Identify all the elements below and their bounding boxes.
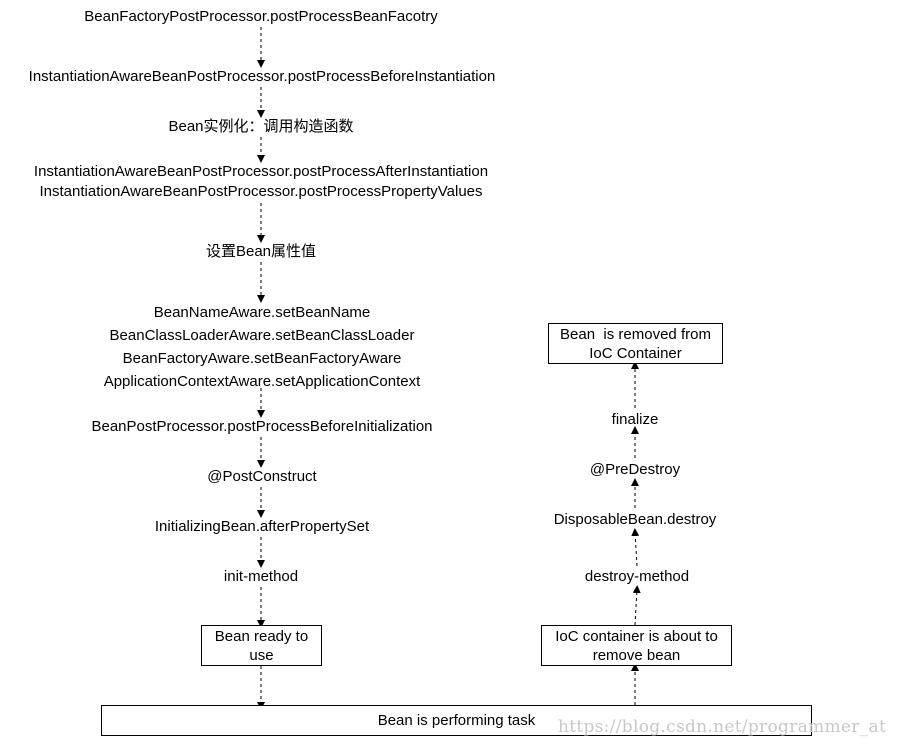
container-about-label-line2: remove bean	[592, 646, 681, 664]
arrow-destroy-disposable	[631, 528, 640, 567]
arrow-about-destroy	[632, 585, 641, 626]
step-finalize: finalize	[611, 411, 659, 428]
step-property-values: InstantiationAwareBeanPostProcessor.post…	[39, 183, 483, 200]
container-about-label-line1: IoC container is about to	[555, 627, 718, 645]
bean-ready-label-line1: Bean ready to	[214, 627, 309, 645]
aware-application-context: ApplicationContextAware.setApplicationCo…	[103, 373, 421, 390]
step-disposable-bean-destroy: DisposableBean.destroy	[553, 511, 717, 528]
bean-ready-label-line2: use	[249, 646, 274, 664]
bean-removed-label-line2: IoC Container	[589, 344, 682, 362]
bean-performing-task-label: Bean is performing task	[377, 712, 536, 729]
aware-bean-factory: BeanFactoryAware.setBeanFactoryAware	[122, 350, 402, 367]
bean-removed-box: Bean is removed from IoC Container	[548, 323, 723, 364]
step-before-instantiation: InstantiationAwareBeanPostProcessor.post…	[28, 68, 496, 85]
step-pre-destroy: @PreDestroy	[589, 461, 681, 478]
aware-group: BeanNameAware.setBeanName BeanClassLoade…	[104, 301, 421, 393]
bean-ready-box: Bean ready to use	[201, 625, 322, 666]
step-before-initialization: BeanPostProcessor.postProcessBeforeIniti…	[91, 418, 433, 435]
step-destroy-method: destroy-method	[584, 568, 690, 585]
step-after-instantiation-group: InstantiationAwareBeanPostProcessor.post…	[34, 162, 488, 202]
step-set-bean-properties: 设置Bean属性值	[205, 243, 317, 260]
step-after-instantiation: InstantiationAwareBeanPostProcessor.post…	[33, 163, 489, 180]
aware-bean-class-loader: BeanClassLoaderAware.setBeanClassLoader	[109, 327, 415, 344]
step-bean-instantiation: Bean实例化：调用构造函数	[168, 118, 354, 135]
bean-removed-label-line1: Bean is removed from	[560, 325, 711, 343]
aware-bean-name: BeanNameAware.setBeanName	[153, 304, 371, 321]
container-about-to-remove-box: IoC container is about to remove bean	[541, 625, 732, 666]
step-init-method: init-method	[223, 568, 299, 585]
csdn-watermark: https://blog.csdn.net/programmer_at	[558, 717, 887, 737]
bean-performing-task-box: Bean is performing task	[101, 705, 812, 736]
step-post-construct: @PostConstruct	[207, 468, 317, 485]
step-bean-factory-post-processor: BeanFactoryPostProcessor.postProcessBean…	[84, 8, 438, 25]
step-after-property-set: InitializingBean.afterPropertySet	[154, 518, 370, 535]
